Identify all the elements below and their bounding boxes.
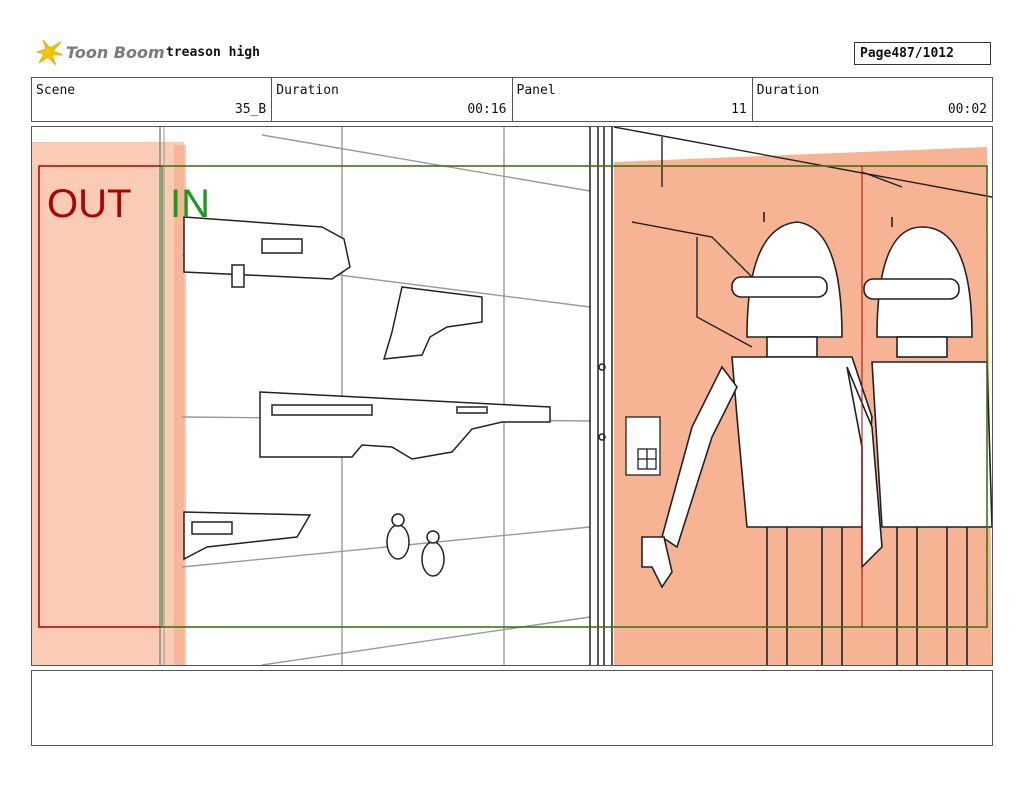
project-title: treason high <box>166 45 260 60</box>
panel-duration-cell: Duration 00:02 <box>753 78 992 121</box>
robot-left <box>641 212 883 665</box>
scene-duration-value: 00:16 <box>467 102 507 117</box>
in-frame <box>161 165 988 628</box>
logo-text: Toon Boom <box>66 42 165 62</box>
page-label: Page <box>860 46 892 61</box>
panel-cell: Panel 11 <box>513 78 753 121</box>
toon-boom-logo: Toon Boom <box>34 38 165 66</box>
wall-lines <box>181 127 591 665</box>
scene-duration-label: Duration <box>276 83 339 98</box>
page-number: 487/1012 <box>891 46 954 61</box>
storyboard-panel[interactable]: OUT IN <box>31 126 993 666</box>
scene-cell: Scene 35_B <box>32 78 273 121</box>
panel-value: 11 <box>731 102 747 117</box>
page-indicator: Page 487/1012 <box>854 42 991 65</box>
panel-label: Panel <box>516 83 556 98</box>
left-pillar-edge <box>174 145 186 665</box>
control-panel <box>625 416 661 476</box>
weapons <box>183 216 551 577</box>
door-frame <box>589 127 613 665</box>
in-label: IN <box>170 182 210 226</box>
sparkle-icon <box>35 39 64 66</box>
panel-drawing: OUT IN <box>32 127 992 665</box>
robot-right <box>863 217 992 665</box>
scene-label: Scene <box>36 83 76 98</box>
panel-duration-label: Duration <box>756 83 820 98</box>
scene-duration-cell: Duration 00:16 <box>272 78 513 121</box>
notes-box[interactable] <box>31 670 993 746</box>
info-row: Scene 35_B Duration 00:16 Panel 11 Durat… <box>31 77 993 122</box>
scene-value: 35_B <box>234 102 267 117</box>
panel-duration-value: 00:02 <box>947 102 987 117</box>
out-label: OUT <box>47 182 131 226</box>
left-pillar <box>32 142 184 665</box>
